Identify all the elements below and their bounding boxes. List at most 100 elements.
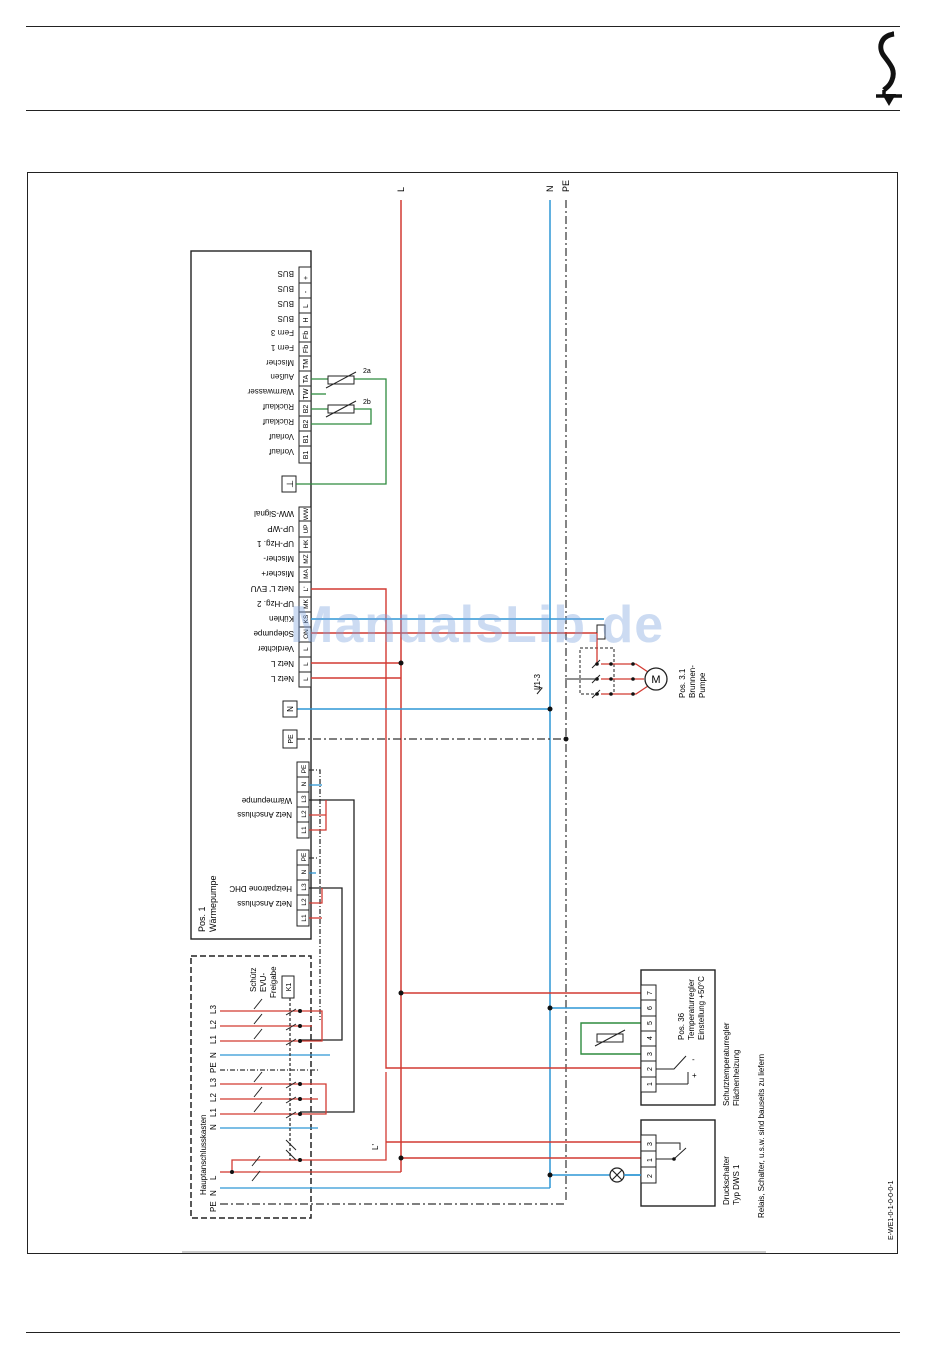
regulator-line1: Temperaturregler [687, 979, 696, 1040]
right-l2: L2 [209, 1020, 218, 1029]
junction-dot [547, 1172, 553, 1178]
heatpump-title: Pos. 1 [197, 906, 207, 932]
header-bottom-rule [26, 110, 900, 111]
terminal-label: - [303, 290, 310, 293]
junction-dot [547, 706, 553, 712]
regulator-caption-2: Flächenheizung [732, 1050, 741, 1106]
output-terminal-labels: WW UP HK MZ MA L' MK KS ON L L L [303, 507, 310, 681]
junction-dot [398, 660, 404, 666]
pressure-caption-1: Druckschalter [722, 1156, 731, 1205]
terminal-l3: L3 [301, 883, 308, 891]
label-mischer: Mischer [266, 358, 294, 367]
contactor-line1: Schütz [249, 968, 258, 992]
terminal-pe: PE [301, 852, 308, 861]
regulator-minus: - [692, 1055, 695, 1064]
contactor-line3: Freigabe [269, 966, 278, 998]
label-solepumpe: Solepumpe [253, 629, 294, 638]
rail-l-label: L [396, 187, 406, 192]
terminal-fb-1: Fb [299, 345, 311, 357]
group1-wiring [300, 769, 355, 1113]
out-terminal-l2: L [303, 662, 310, 666]
group1-label-1: Netz Anschluss [237, 810, 292, 819]
label-warmwasser: Warmwasser [247, 387, 294, 396]
terminal-l1: L1 [301, 826, 308, 834]
label-up-hzg-2: UP-Hzg. 2 [257, 599, 294, 608]
right-l1: L1 [209, 1035, 218, 1044]
indicator-lamp-icon [609, 1167, 625, 1183]
contactor-line2: EVU- [259, 973, 268, 992]
pressure-t1: 1 [647, 1158, 654, 1162]
group2-label-1: Netz Anschluss [237, 899, 292, 908]
terminal-tw: TW [299, 388, 311, 402]
heatpump-subtitle: Wärmepumpe [208, 875, 218, 932]
terminal-label: Fb [303, 345, 310, 353]
label-mischer-minus: Mischer- [263, 554, 294, 563]
brunnen-pump: M Pos. 3.1 Brunnen- Pumpe L1-3 [533, 624, 707, 699]
label-netz-l-2: Netz L [270, 674, 294, 683]
rail-pe-label: PE [561, 180, 571, 192]
label-bus-2: BUS [278, 284, 294, 293]
pe-terminal-label: PE [288, 734, 295, 744]
reg-t3: 3 [647, 1052, 654, 1056]
mid-n: N [209, 1124, 218, 1130]
mains-box [190, 955, 312, 1219]
terminal-b2-b: B2 [299, 420, 311, 432]
mains-pe: PE [209, 1201, 218, 1212]
terminal-b1: B1 [299, 435, 311, 447]
terminal-l3: L3 [301, 795, 308, 803]
heatpump-upper-labels: BUS BUS BUS BUS Fern 3 Fern 1 Mischer Au… [247, 269, 294, 456]
footer-rule [26, 1332, 900, 1333]
label-up-wp: UP-WP [267, 524, 294, 533]
header-top-rule [26, 26, 900, 27]
mains-mid-labels: N L1 L2 L3 PE [209, 1062, 218, 1130]
label-netz-l-evu: Netz L' EVU [250, 584, 294, 593]
terminal-pe: PE [301, 764, 308, 773]
terminal-bus-plus: + [299, 276, 311, 284]
terminal-fb-3: Fb [299, 331, 311, 343]
mid-l2: L2 [209, 1093, 218, 1102]
out-terminal-l-prime: L' [303, 587, 310, 592]
label-fern-1: Fern 1 [270, 343, 294, 352]
regulator-terminals [640, 984, 657, 1093]
mains-l-prime: L' [371, 1144, 380, 1150]
pressure-contact-dot [672, 1157, 676, 1161]
right-n: N [209, 1052, 218, 1058]
group2-wiring [300, 857, 343, 1041]
terminal-label: H [303, 317, 310, 322]
mains-l: L [209, 1175, 218, 1180]
brunnen-line2: Pumpe [698, 672, 707, 698]
pressure-t2: 2 [647, 1174, 654, 1178]
reg-t4: 4 [647, 1036, 654, 1040]
motor-label: M [651, 674, 660, 686]
out-terminal-up: UP [303, 524, 310, 533]
mid-l1: L1 [209, 1108, 218, 1117]
regulator-line2: Einstellung +50°C [697, 976, 706, 1040]
terminal-label: Fb [303, 331, 310, 339]
regulator-switch [656, 1055, 689, 1085]
junction-dot [563, 736, 569, 742]
heatpump-upper-terminals: + - L H Fb Fb TM TA TW B2 B2 B1 B1 [298, 266, 312, 464]
stiebel-eltron-s-arrow-logo-icon [876, 31, 902, 106]
n-terminal-label: N [286, 706, 295, 712]
sensor-2a: 2a [325, 368, 371, 389]
ground-icon: ⊥ [285, 480, 295, 488]
out-terminal-l1: L [303, 647, 310, 651]
brunnen-pos: Pos. 3.1 [678, 668, 687, 698]
power-terminals-waermepumpe: PE N L3 L2 L1 Netz Anschluss Wärmepumpe [237, 761, 310, 839]
mains-contactor-label: Schütz EVU- Freigabe [249, 966, 278, 998]
reg-t2: 2 [647, 1067, 654, 1071]
output-terminal-dividers [299, 520, 311, 673]
terminal-label: B2 [303, 405, 310, 414]
terminal-ta: TA [299, 374, 311, 387]
regulator-terminal-lines [641, 999, 656, 1078]
regulator-plus: + [692, 1071, 697, 1080]
label-fern-3: Fern 3 [270, 328, 294, 337]
sensor-2b-label: 2b [363, 399, 371, 406]
terminal-label: TM [303, 359, 310, 369]
terminal-label: TA [303, 374, 310, 383]
label-ww-signal: WW-Signal [254, 509, 294, 518]
regulator-sensor [594, 1029, 626, 1047]
watermark: ManualsLib.de [290, 596, 665, 654]
label-ruecklauf-2: Rücklauf [262, 417, 294, 426]
